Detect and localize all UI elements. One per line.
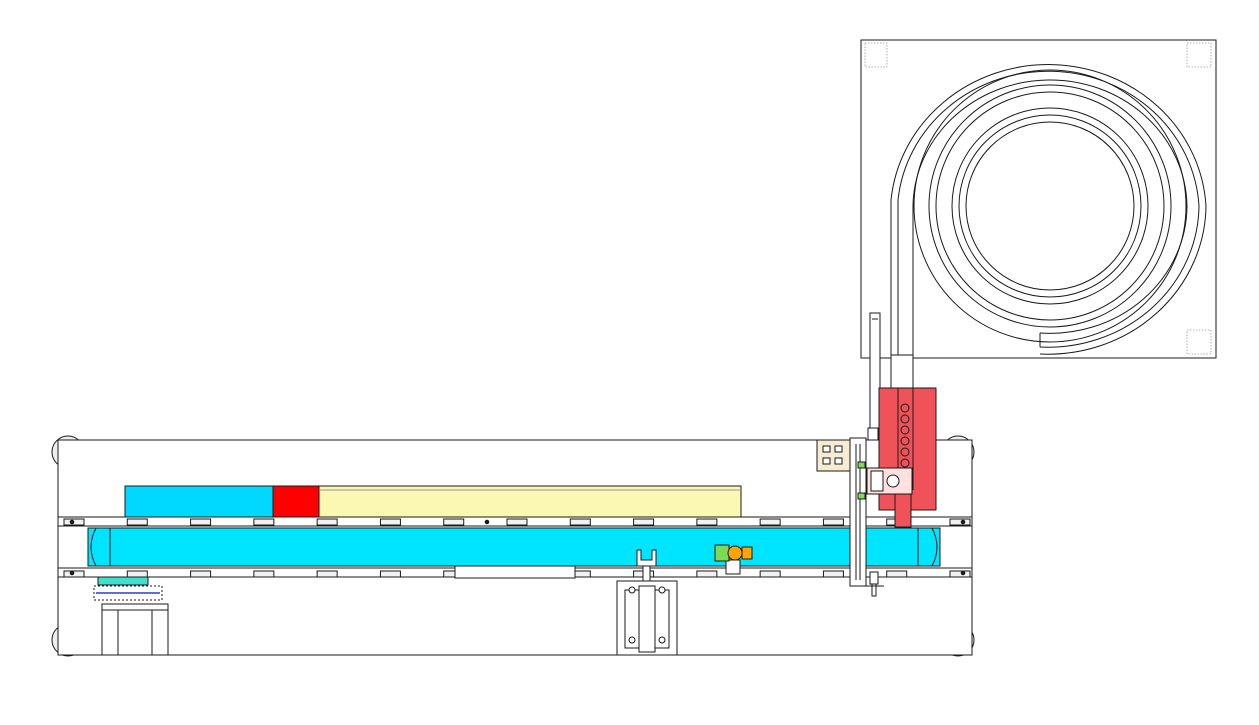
feeder-holes — [900, 403, 910, 468]
slide-clamp-green — [857, 461, 866, 469]
end-drum-left — [90, 527, 111, 567]
feeder-red-post — [894, 489, 912, 528]
conveyor-roller — [506, 518, 528, 526]
conveyor-roller — [633, 518, 655, 526]
sensor — [714, 544, 753, 575]
drive-motor — [93, 576, 169, 656]
conveyor-roller — [126, 570, 148, 578]
block-yellow — [318, 485, 742, 518]
belt-conveyor — [57, 516, 973, 579]
belt-tension-window — [454, 565, 576, 579]
conveyor-roller — [696, 518, 718, 526]
base-plate-bolts — [864, 42, 1212, 355]
conveyor-roller — [316, 518, 338, 526]
transfer-block — [816, 387, 937, 597]
bowl-ring — [928, 84, 1172, 328]
feeder-hole — [900, 436, 910, 446]
conveyor-roller — [759, 570, 781, 578]
bowl-ring-outer — [913, 69, 1187, 343]
conveyor-roller — [759, 518, 781, 526]
bowl-ring-inner — [958, 114, 1142, 298]
feeder-hole — [900, 403, 910, 413]
product-blocks — [124, 485, 742, 518]
conveyor-roller — [822, 518, 844, 526]
feeder-hole — [900, 458, 910, 468]
feeder-hole — [900, 414, 910, 424]
conveyor-roller — [949, 570, 971, 578]
motor-mount-flange — [97, 576, 149, 586]
sensor-lens — [727, 545, 743, 561]
bowl-center — [965, 121, 1135, 291]
conveyor-roller — [949, 518, 971, 526]
conveyor-roller — [443, 518, 465, 526]
conveyor-roller — [253, 518, 275, 526]
block-blue — [124, 485, 274, 518]
conveyor-roller — [379, 570, 401, 578]
gripper-top — [867, 427, 879, 441]
feeder-hole — [900, 425, 910, 435]
conveyor-roller — [190, 518, 212, 526]
conveyor-belt — [87, 527, 941, 567]
sensor-nut — [741, 546, 753, 560]
beige-pad — [816, 439, 851, 472]
feeder-hole — [900, 447, 910, 457]
conveyor-roller — [886, 570, 908, 578]
slide-clamp-green — [857, 492, 866, 500]
vibratory-bowl-feeder — [860, 39, 1217, 359]
linear-chute — [869, 312, 914, 434]
bowl-ring — [935, 91, 1165, 321]
block-red — [272, 485, 320, 518]
conveyor-roller — [253, 570, 275, 578]
conveyor-roller — [822, 570, 844, 578]
end-drum-right — [917, 527, 938, 567]
conveyor-roller — [379, 518, 401, 526]
air-fitting — [869, 571, 879, 585]
slide-column — [849, 437, 867, 587]
bowl-ring — [951, 107, 1149, 305]
bowl-spiral-track — [890, 64, 1207, 355]
conveyor-roller — [569, 518, 591, 526]
stopper-cylinder — [616, 549, 678, 656]
sensor-bracket — [725, 559, 741, 575]
motor-body — [101, 603, 169, 656]
conveyor-roller — [190, 570, 212, 578]
conveyor-roller — [126, 518, 148, 526]
sensor-body-green — [714, 544, 730, 562]
stopper-rod — [642, 565, 651, 583]
conveyor-roller — [696, 570, 718, 578]
conveyor-roller — [316, 570, 338, 578]
